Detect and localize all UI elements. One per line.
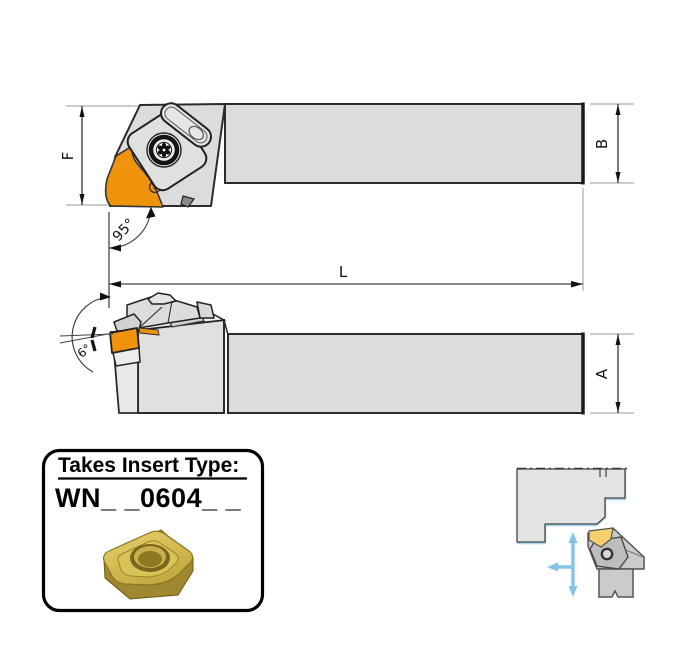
shank-top-view <box>224 103 584 184</box>
dimension-a: A <box>593 334 621 413</box>
application-schematic <box>516 467 645 598</box>
workpiece <box>516 468 626 543</box>
feed-direction-arrows <box>547 532 578 597</box>
clamp-arm <box>160 102 212 148</box>
label-lead-angle: 95° <box>110 216 139 245</box>
dimension-b: B <box>593 104 621 183</box>
mini-toolholder <box>587 527 645 598</box>
insert-code-text: WN_ _0604_ _ <box>55 483 242 513</box>
extension-lines <box>66 103 634 291</box>
dimension-l: L <box>109 263 583 288</box>
dimension-f: F <box>59 106 85 205</box>
arrow-up-icon <box>568 532 578 543</box>
mini-insert <box>588 527 614 548</box>
insert-box-title: Takes Insert Type: <box>58 454 239 477</box>
insert-hole-bottom <box>138 551 162 567</box>
clamp-lever-tip <box>180 195 196 208</box>
shank-side-view <box>227 333 584 414</box>
lead-angle-annotation: 95° <box>108 207 156 308</box>
clamp-side-view <box>113 292 215 332</box>
mini-screw-hole <box>600 547 614 561</box>
label-a: A <box>593 368 611 379</box>
insert-shim <box>112 347 141 367</box>
label-b: B <box>593 139 611 149</box>
label-l: L <box>339 263 348 281</box>
top-view: F B L 95° <box>59 102 634 308</box>
side-view: A 6° <box>59 292 634 415</box>
extension-lines-side <box>590 333 634 414</box>
wnmg-insert-image <box>102 529 194 600</box>
insert-type-box: Takes Insert Type: WN_ _0604_ _ <box>41 448 265 613</box>
arrow-left-icon <box>547 562 558 572</box>
torx-screw-icon <box>146 132 182 168</box>
rake-angle-annotation: 6° <box>59 292 114 373</box>
insert-top-edge-side <box>138 327 160 336</box>
insert-box-border <box>41 448 265 613</box>
mini-shank <box>598 568 634 598</box>
label-f: F <box>59 152 77 161</box>
arrow-down-icon <box>568 586 578 597</box>
